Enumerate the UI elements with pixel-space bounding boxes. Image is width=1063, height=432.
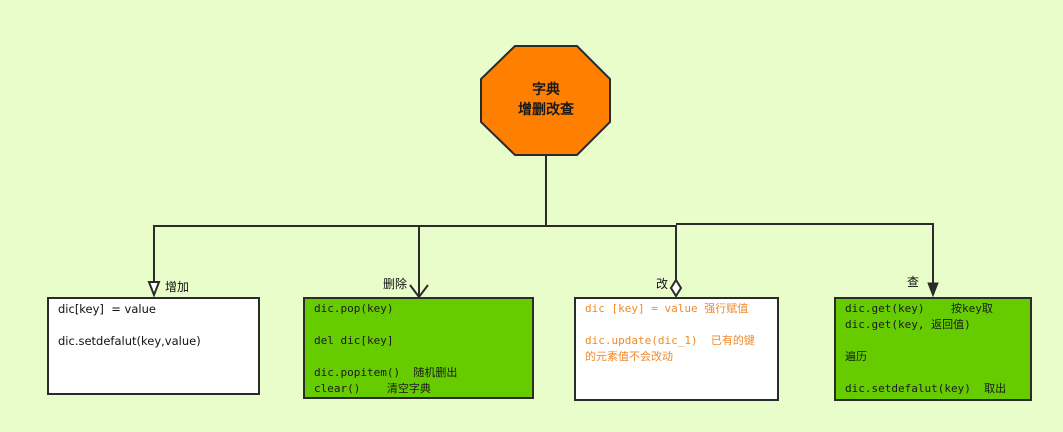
query-box: dic.get(key) 按key取 dic.get(key, 返回值) 遍历 …: [834, 297, 1032, 401]
label-delete: 删除: [383, 277, 408, 291]
query-line-2: dic.get(key, 返回值): [845, 318, 971, 331]
query-line-1: dic.get(key) 按key取: [845, 302, 993, 315]
connector-delete: [418, 225, 546, 297]
query-line-3: [845, 333, 1021, 349]
modify-line-2: [585, 317, 768, 333]
hollow-diamond-arrow-icon: [669, 278, 683, 298]
delete-line-5: dic.popitem() 随机删出: [314, 366, 458, 379]
delete-line-2: [314, 317, 523, 333]
modify-box: dic [key] = value 强行赋值 dic.update(dic_1)…: [574, 297, 779, 401]
label-modify: 改: [656, 277, 669, 291]
delete-line-3: del dic[key]: [314, 334, 394, 347]
add-line-1: dic[key] = value: [58, 302, 156, 316]
center-octagon: [480, 45, 611, 156]
center-node-title: 字典 增删改查: [481, 80, 611, 120]
add-line-3: dic.setdefalut(key,value): [58, 334, 201, 348]
query-line-7: 值: [845, 397, 1021, 399]
query-line-5: [845, 365, 1021, 381]
modify-line-4: 的元素值不会改动: [585, 350, 673, 363]
delete-line-6: clear() 清空字典: [314, 382, 431, 395]
add-box: dic[key] = value dic.setdefalut(key,valu…: [47, 297, 260, 395]
query-line-6: dic.setdefalut(key) 取出: [845, 382, 1007, 395]
delete-line-4: [314, 349, 523, 365]
modify-line-1: dic [key] = value 强行赋值: [585, 302, 749, 315]
connector-add: [153, 155, 547, 287]
center-title-line-1: 字典: [532, 82, 560, 98]
modify-line-3: dic.update(dic_1) 已有的键: [585, 334, 755, 347]
delete-box: dic.pop(key) del dic[key] dic.popitem() …: [303, 297, 534, 399]
add-line-2: [58, 317, 249, 333]
connector-query: [676, 223, 934, 287]
hollow-triangle-arrow-icon: [147, 281, 161, 298]
delete-line-1: dic.pop(key): [314, 302, 394, 315]
connector-modify: [546, 225, 677, 281]
filled-triangle-arrow-icon: [927, 282, 939, 298]
center-title-line-2: 增删改查: [518, 102, 574, 118]
label-add: 增加: [165, 280, 190, 294]
query-line-4: 遍历: [845, 350, 867, 363]
label-query: 查: [907, 275, 920, 289]
